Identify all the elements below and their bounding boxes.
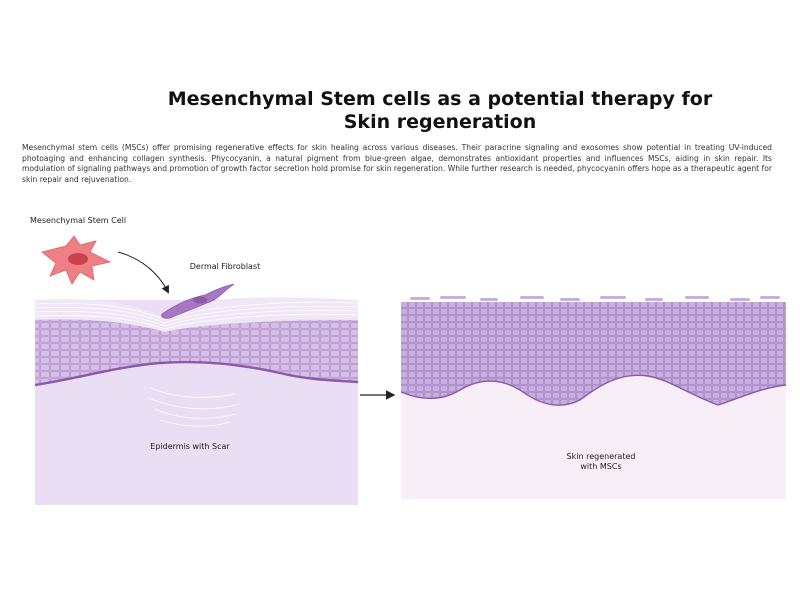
- regenerated-skin-panel: [400, 296, 787, 499]
- label-epidermis-with-scar: Epidermis with Scar: [150, 442, 230, 451]
- label-mesenchymal-stem-cell: Mesenchymal Stem Cell: [30, 216, 127, 225]
- dermal-fibroblast-icon: [161, 283, 235, 319]
- scar-skin-panel: [34, 297, 359, 505]
- description-text: Mesenchymal stem cells (MSCs) offer prom…: [22, 143, 772, 184]
- label-skin-regenerated: Skin regenerated with MSCs: [566, 452, 636, 471]
- migration-arrow: [117, 251, 169, 294]
- label-dermal-fibroblast: Dermal Fibroblast: [189, 262, 261, 271]
- diagram-title: Mesenchymal Stem cells as a potential th…: [167, 88, 713, 133]
- mesenchymal-stem-cell-icon: [41, 235, 112, 285]
